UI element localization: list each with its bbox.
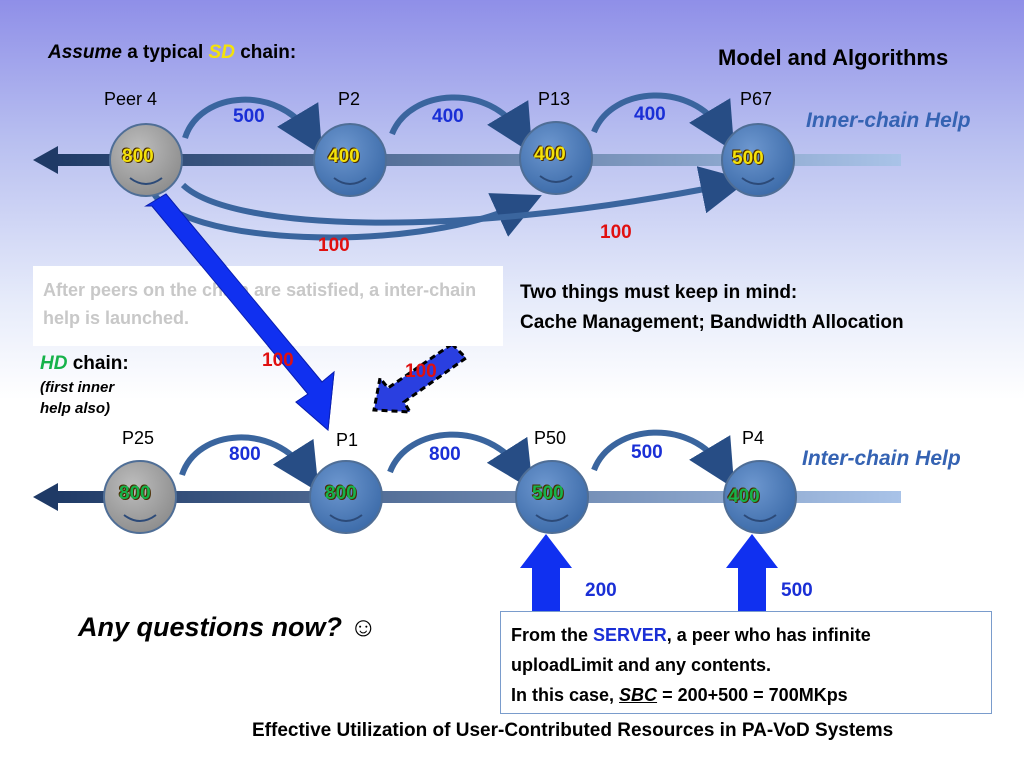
server-line: uploadLimit and any contents. bbox=[511, 655, 772, 675]
long-arc-value: 100 bbox=[318, 235, 350, 256]
server-arrows bbox=[520, 534, 778, 612]
cross-value: 100 bbox=[405, 361, 437, 382]
long-arc-value: 100 bbox=[600, 222, 632, 243]
peer-circle bbox=[313, 123, 387, 197]
server-text: = 200+500 = 700MKps bbox=[657, 685, 848, 705]
keep-in-mind: Two things must keep in mind: Cache Mana… bbox=[520, 278, 904, 338]
arc-value: 800 bbox=[229, 444, 261, 465]
peer-value: 400 bbox=[534, 144, 566, 165]
peer-circle bbox=[103, 460, 177, 534]
questions-text: Any questions now? ☺ bbox=[78, 612, 377, 643]
server-value: 200 bbox=[585, 580, 617, 601]
server-line: From the SERVER, a peer who has infinite bbox=[511, 620, 871, 650]
assume-word: Assume bbox=[48, 42, 122, 63]
peer-circle bbox=[515, 460, 589, 534]
sd-word: SD bbox=[208, 42, 235, 63]
peer-value: 800 bbox=[119, 483, 151, 504]
peer-value: 400 bbox=[328, 146, 360, 167]
bottom-chain-arcs bbox=[179, 429, 735, 493]
smiley-icon: ☺ bbox=[349, 612, 378, 642]
peer-label: P25 bbox=[122, 428, 155, 448]
hd-heading: HD chain: (first inner help also) bbox=[40, 353, 129, 419]
long-arcs bbox=[149, 166, 749, 241]
note-box: After peers on the chain are satisfied, … bbox=[33, 266, 503, 346]
peer-label: P13 bbox=[538, 89, 571, 109]
server-text: From the bbox=[511, 625, 594, 645]
server-line: In this case, SBC = 200+500 = 700MKps bbox=[511, 680, 871, 710]
questions-label: Any questions now? bbox=[78, 612, 343, 642]
page-title: Model and Algorithms bbox=[718, 45, 949, 70]
server-text: , a peer who has infinite bbox=[666, 625, 871, 645]
keep-in-mind-line: Two things must keep in mind: bbox=[520, 282, 798, 303]
server-word: SERVER bbox=[593, 625, 667, 645]
peer-circle bbox=[721, 123, 795, 197]
peer-circle bbox=[723, 460, 797, 534]
peer-label: P1 bbox=[336, 430, 359, 450]
typical-text: a typical bbox=[121, 42, 209, 63]
top-chain-line bbox=[33, 146, 901, 174]
arc-value: 500 bbox=[631, 442, 663, 463]
peer-value: 500 bbox=[732, 148, 764, 169]
sbc-word: SBC bbox=[619, 685, 658, 705]
server-box: From the SERVER, a peer who has infinite… bbox=[500, 611, 992, 714]
peer-value: 800 bbox=[122, 146, 154, 167]
assume-heading: Assume a typical SD chain: bbox=[48, 42, 296, 64]
hd-subtext: help also) bbox=[40, 400, 111, 417]
dashed-arrow bbox=[372, 342, 469, 414]
cross-value: 100 bbox=[262, 350, 294, 371]
peer-label: P67 bbox=[740, 89, 773, 109]
peer-value: 500 bbox=[532, 483, 564, 504]
peer-label: P2 bbox=[338, 89, 361, 109]
arc-value: 500 bbox=[233, 106, 265, 127]
arc-value: 400 bbox=[634, 104, 666, 125]
inner-chain-help-label: Inner-chain Help bbox=[806, 109, 971, 132]
top-chain-arcs bbox=[182, 92, 735, 156]
server-text: In this case, bbox=[511, 685, 620, 705]
note-text: After peers on the chain are satisfied, … bbox=[43, 280, 477, 328]
keep-in-mind-line: Cache Management; Bandwidth Allocation bbox=[520, 312, 904, 333]
peer-label: P4 bbox=[742, 428, 765, 448]
server-value: 500 bbox=[781, 580, 813, 601]
arc-value: 400 bbox=[432, 106, 464, 127]
peer-circle bbox=[309, 460, 383, 534]
peer-label: P50 bbox=[534, 428, 567, 448]
hd-word: HD bbox=[40, 353, 68, 374]
footer-title: Effective Utilization of User-Contribute… bbox=[252, 720, 894, 741]
chain-text: chain: bbox=[234, 42, 297, 63]
peer-value: 400 bbox=[728, 486, 760, 507]
arc-value: 800 bbox=[429, 444, 461, 465]
hd-chain-text: chain: bbox=[67, 353, 129, 374]
peer-value: 800 bbox=[325, 483, 357, 504]
inter-chain-help-label: Inter-chain Help bbox=[802, 447, 961, 470]
hd-subtext: (first inner bbox=[40, 379, 115, 396]
peer-label: Peer 4 bbox=[104, 89, 158, 109]
bottom-chain-line bbox=[33, 483, 901, 511]
peer-circle bbox=[519, 121, 593, 195]
